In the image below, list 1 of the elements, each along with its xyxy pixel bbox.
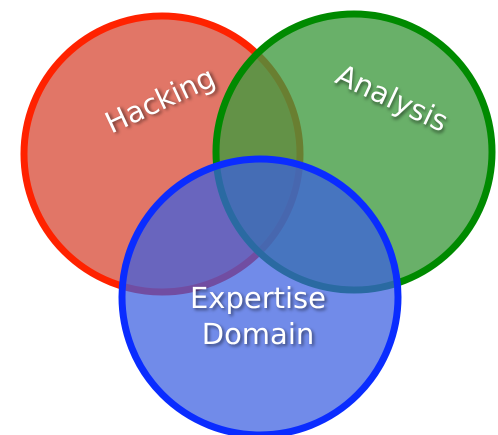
set-label: Expertise Domain: [188, 280, 328, 352]
